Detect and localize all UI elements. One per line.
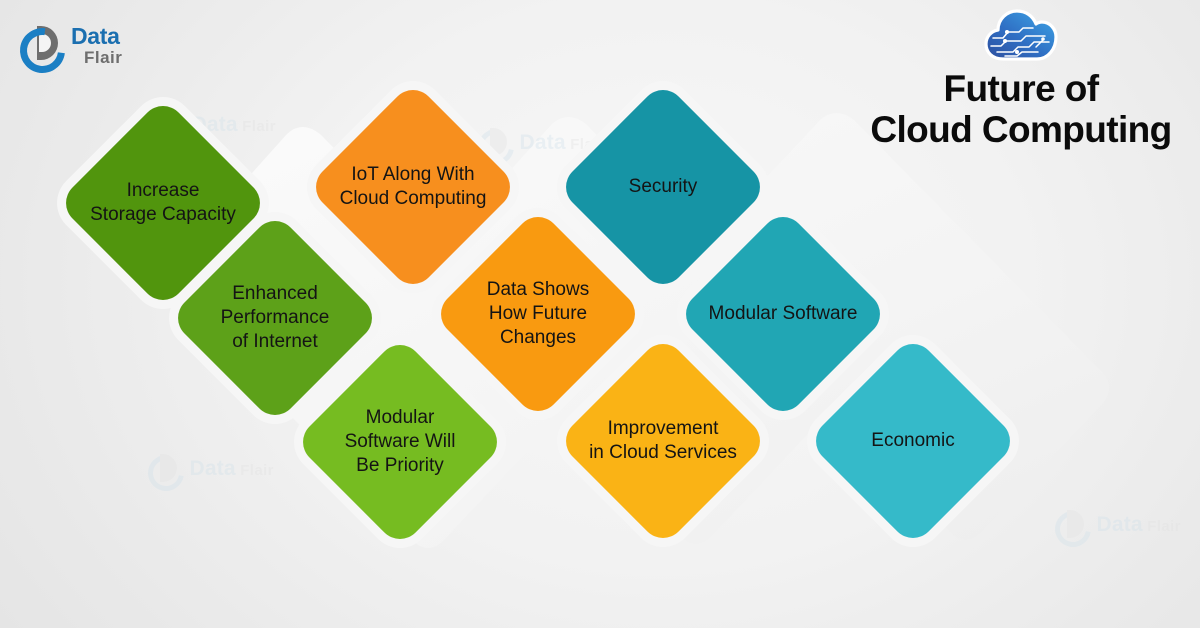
- cloud-circuit-icon: [984, 9, 1058, 61]
- diamond-label: Modular Software: [708, 302, 858, 324]
- diamond-label: IoT Along With Cloud Computing: [339, 163, 487, 209]
- page-title-line1: Future of: [943, 68, 1100, 109]
- dataflair-logo-icon: [10, 18, 75, 83]
- page-title: Future of Cloud Computing: [856, 68, 1186, 151]
- diamond-label: Data Shows How Future Changes: [486, 278, 590, 349]
- diamond-label: Security: [628, 175, 698, 197]
- diamond-economic[interactable]: Economic: [806, 334, 1020, 548]
- logo-text-data: Data: [71, 22, 120, 49]
- diamond-label: Improvement in Cloud Services: [589, 417, 737, 463]
- dataflair-logo[interactable]: Data Flair: [10, 18, 123, 83]
- diamond-label: Modular Software Will Be Priority: [344, 406, 456, 477]
- logo-text-flair: Flair: [84, 47, 123, 67]
- title-block: Future of Cloud Computing: [856, 8, 1186, 151]
- diamond-label: Economic: [871, 429, 955, 451]
- page-title-line2: Cloud Computing: [870, 109, 1172, 151]
